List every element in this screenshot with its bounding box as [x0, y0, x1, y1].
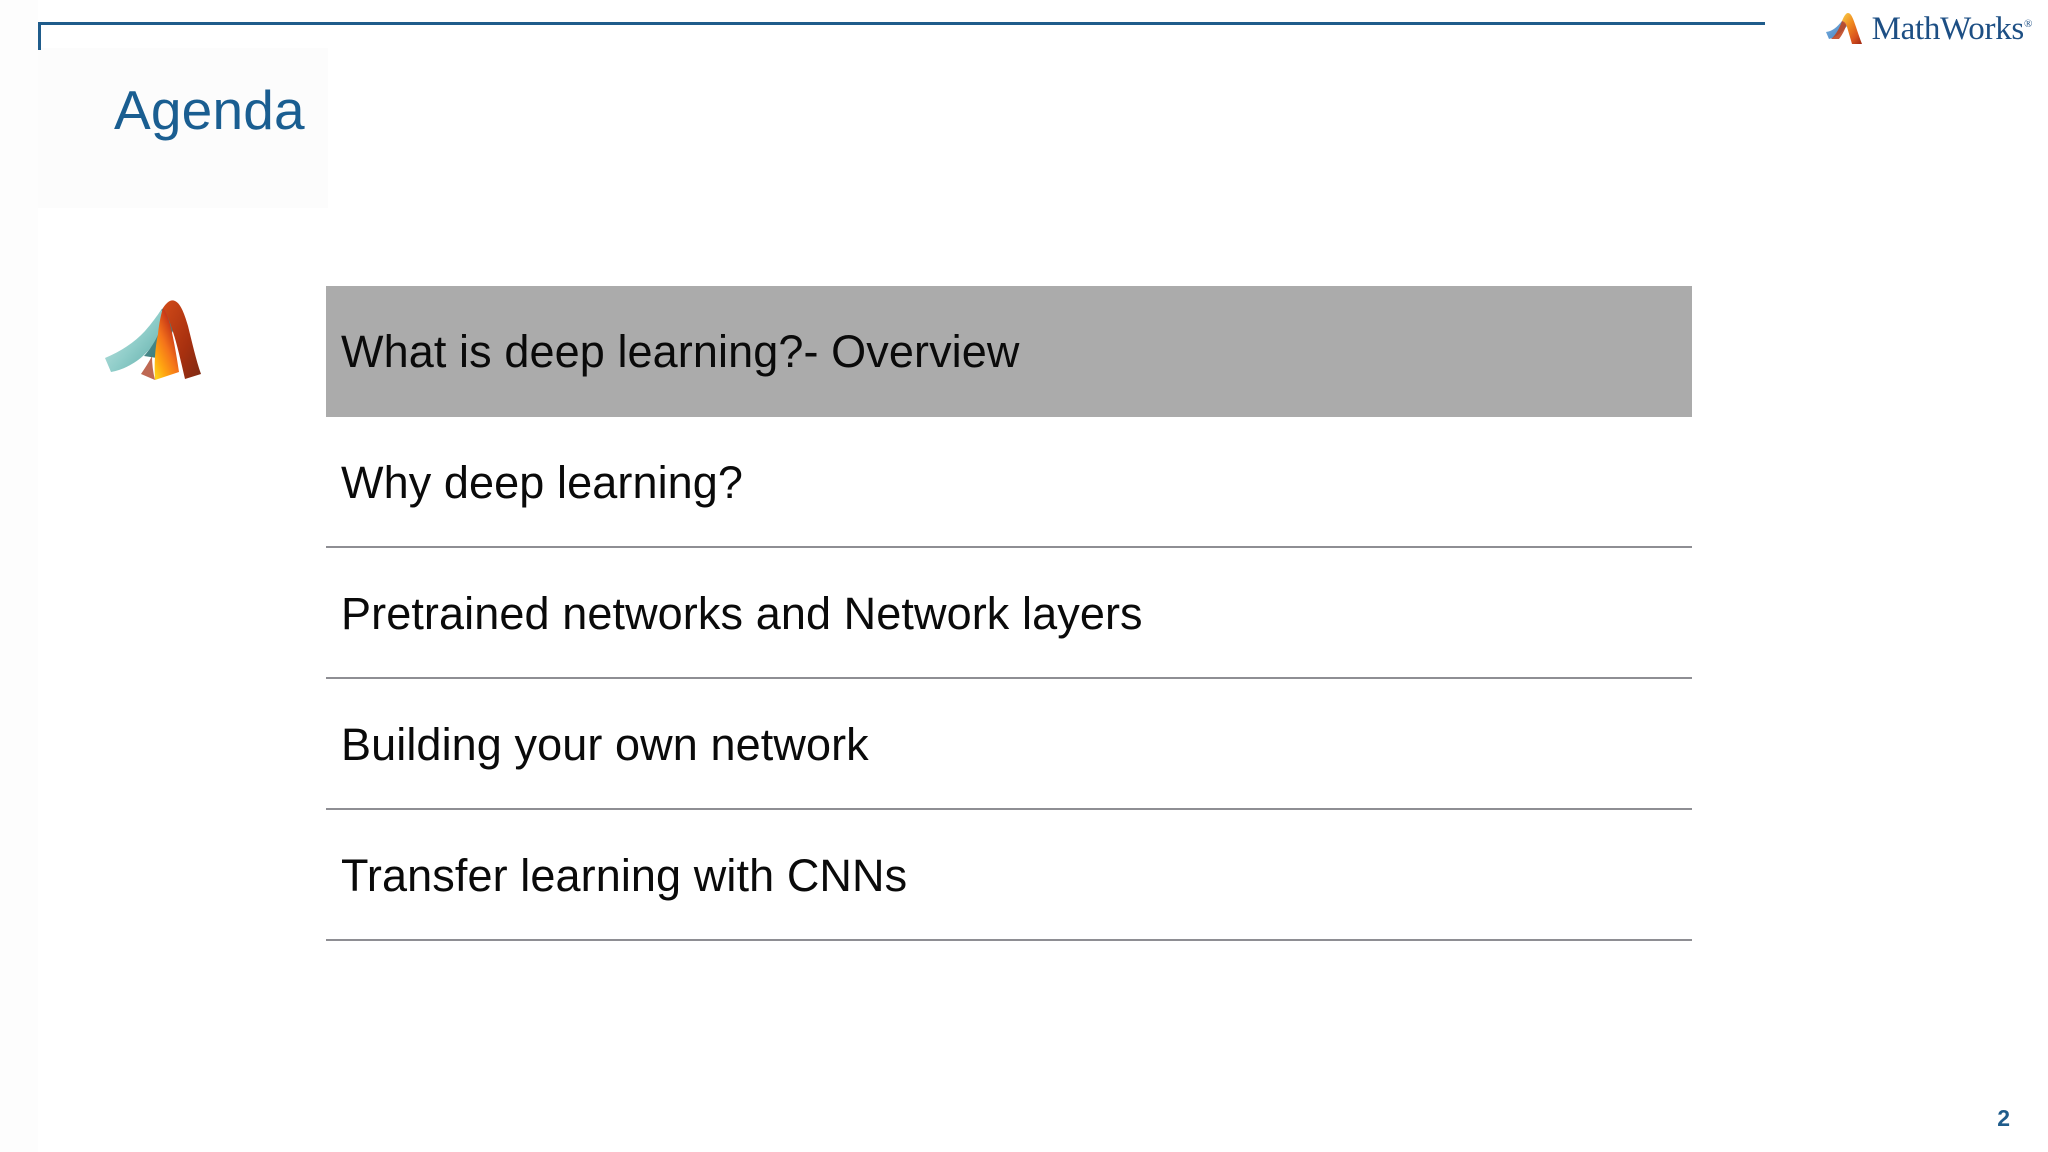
agenda-item-2[interactable]: Why deep learning?	[326, 417, 1692, 548]
registered-trademark-mark: ®	[2023, 17, 2032, 30]
left-margin-band	[0, 0, 38, 1152]
agenda-item-divider	[326, 546, 1692, 548]
matlab-membrane-logo-icon	[97, 286, 222, 396]
header-accent-rule-vertical	[38, 22, 41, 50]
mathworks-membrane-logo-icon	[1825, 10, 1865, 48]
agenda-item-label: Why deep learning?	[341, 457, 744, 508]
agenda-item-label: Building your own network	[341, 719, 869, 770]
mathworks-wordmark-text: MathWorks	[1871, 10, 2025, 47]
mathworks-wordmark: MathWorks®	[1871, 10, 2033, 47]
agenda-item-4[interactable]: Building your own network	[326, 679, 1692, 810]
page-number: 2	[1997, 1105, 2010, 1131]
agenda-list: What is deep learning?- Overview Why dee…	[326, 286, 1692, 941]
page-title: Agenda	[114, 79, 305, 141]
mathworks-logo: MathWorks®	[1825, 6, 2032, 52]
title-background-tint	[38, 48, 328, 208]
agenda-item-1[interactable]: What is deep learning?- Overview	[326, 286, 1692, 417]
agenda-item-label: Transfer learning with CNNs	[341, 850, 908, 901]
agenda-item-3[interactable]: Pretrained networks and Network layers	[326, 548, 1692, 679]
agenda-item-label: Pretrained networks and Network layers	[341, 588, 1143, 639]
agenda-item-divider	[326, 677, 1692, 679]
agenda-item-5[interactable]: Transfer learning with CNNs	[326, 810, 1692, 941]
header-accent-rule-horizontal	[38, 22, 1765, 25]
agenda-item-label: What is deep learning?- Overview	[341, 326, 1020, 377]
agenda-item-divider	[326, 939, 1692, 941]
agenda-item-divider	[326, 808, 1692, 810]
